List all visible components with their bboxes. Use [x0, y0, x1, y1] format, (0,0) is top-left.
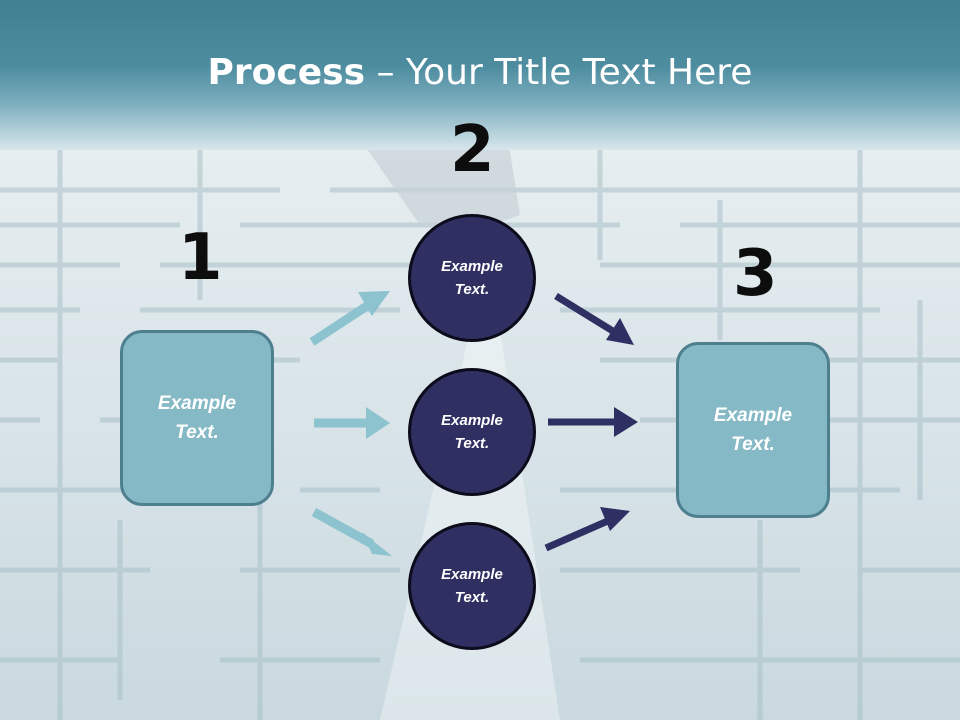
arrow-left-to-bottom [311, 508, 392, 556]
light-arrows [309, 291, 392, 556]
circle-middle-line-1: Example [441, 412, 503, 429]
step-2-circle-middle[interactable]: Example Text. [408, 368, 536, 496]
circle-top-line-2: Text. [454, 281, 490, 298]
dark-arrows [544, 293, 638, 552]
step-2-circle-top[interactable]: Example Text. [408, 214, 536, 342]
title-bold: Process [207, 52, 366, 93]
step-number-1: 1 [178, 221, 223, 295]
slide-title: Process – Your Title Text Here [0, 52, 960, 93]
title-band [0, 0, 960, 150]
step-number-3: 3 [733, 237, 778, 311]
step-1-line-1: Example [157, 393, 237, 414]
circle-top-line-1: Example [441, 258, 503, 275]
arrow-left-to-top [309, 291, 390, 346]
arrow-middle-to-right [548, 407, 638, 437]
circle-bottom-line-2: Text. [454, 589, 490, 606]
step-number-2: 2 [450, 113, 495, 187]
title-rest: – Your Title Text Here [365, 52, 753, 93]
arrow-left-to-middle [314, 407, 390, 439]
circle-bottom-line-1: Example [441, 566, 503, 583]
step-3-line-1: Example [713, 405, 793, 426]
circle-middle-line-2: Text. [454, 435, 490, 452]
step-3-line-2: Text. [731, 434, 775, 455]
step-2-circle-bottom[interactable]: Example Text. [408, 522, 536, 650]
step-1-box[interactable]: Example Text. [120, 330, 274, 506]
arrow-top-to-right [554, 293, 634, 345]
step-1-line-2: Text. [175, 422, 219, 443]
arrow-bottom-to-right [544, 507, 630, 552]
step-3-box[interactable]: Example Text. [676, 342, 830, 518]
